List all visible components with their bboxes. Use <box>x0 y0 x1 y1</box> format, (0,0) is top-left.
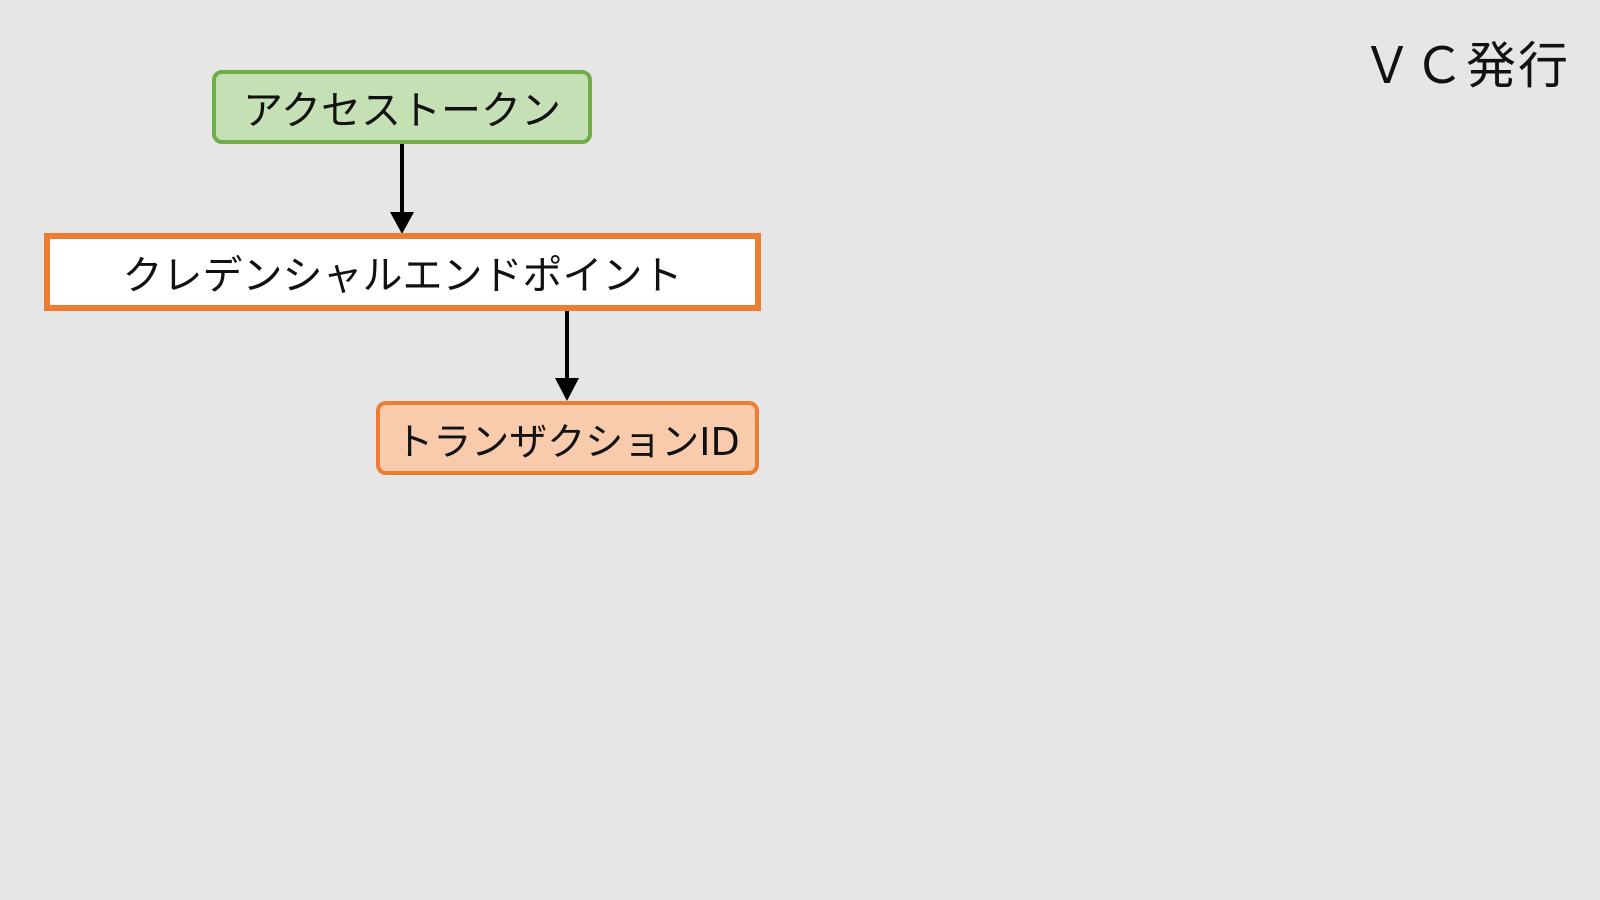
credential-endpoint-label: クレデンシャルエンドポイント <box>122 253 683 299</box>
arrow-token-to-endpoint <box>390 144 414 234</box>
page-title: ＶＣ発行 <box>1362 37 1570 95</box>
transaction-id-label: トランザクションID <box>395 419 740 464</box>
credential-endpoint-node: クレデンシャルエンドポイント <box>44 233 761 311</box>
transaction-id-node: トランザクションID <box>376 401 759 475</box>
arrow-endpoint-to-transaction <box>555 308 579 401</box>
access-token-node: アクセストークン <box>212 70 592 144</box>
access-token-label: アクセストークン <box>243 88 561 134</box>
